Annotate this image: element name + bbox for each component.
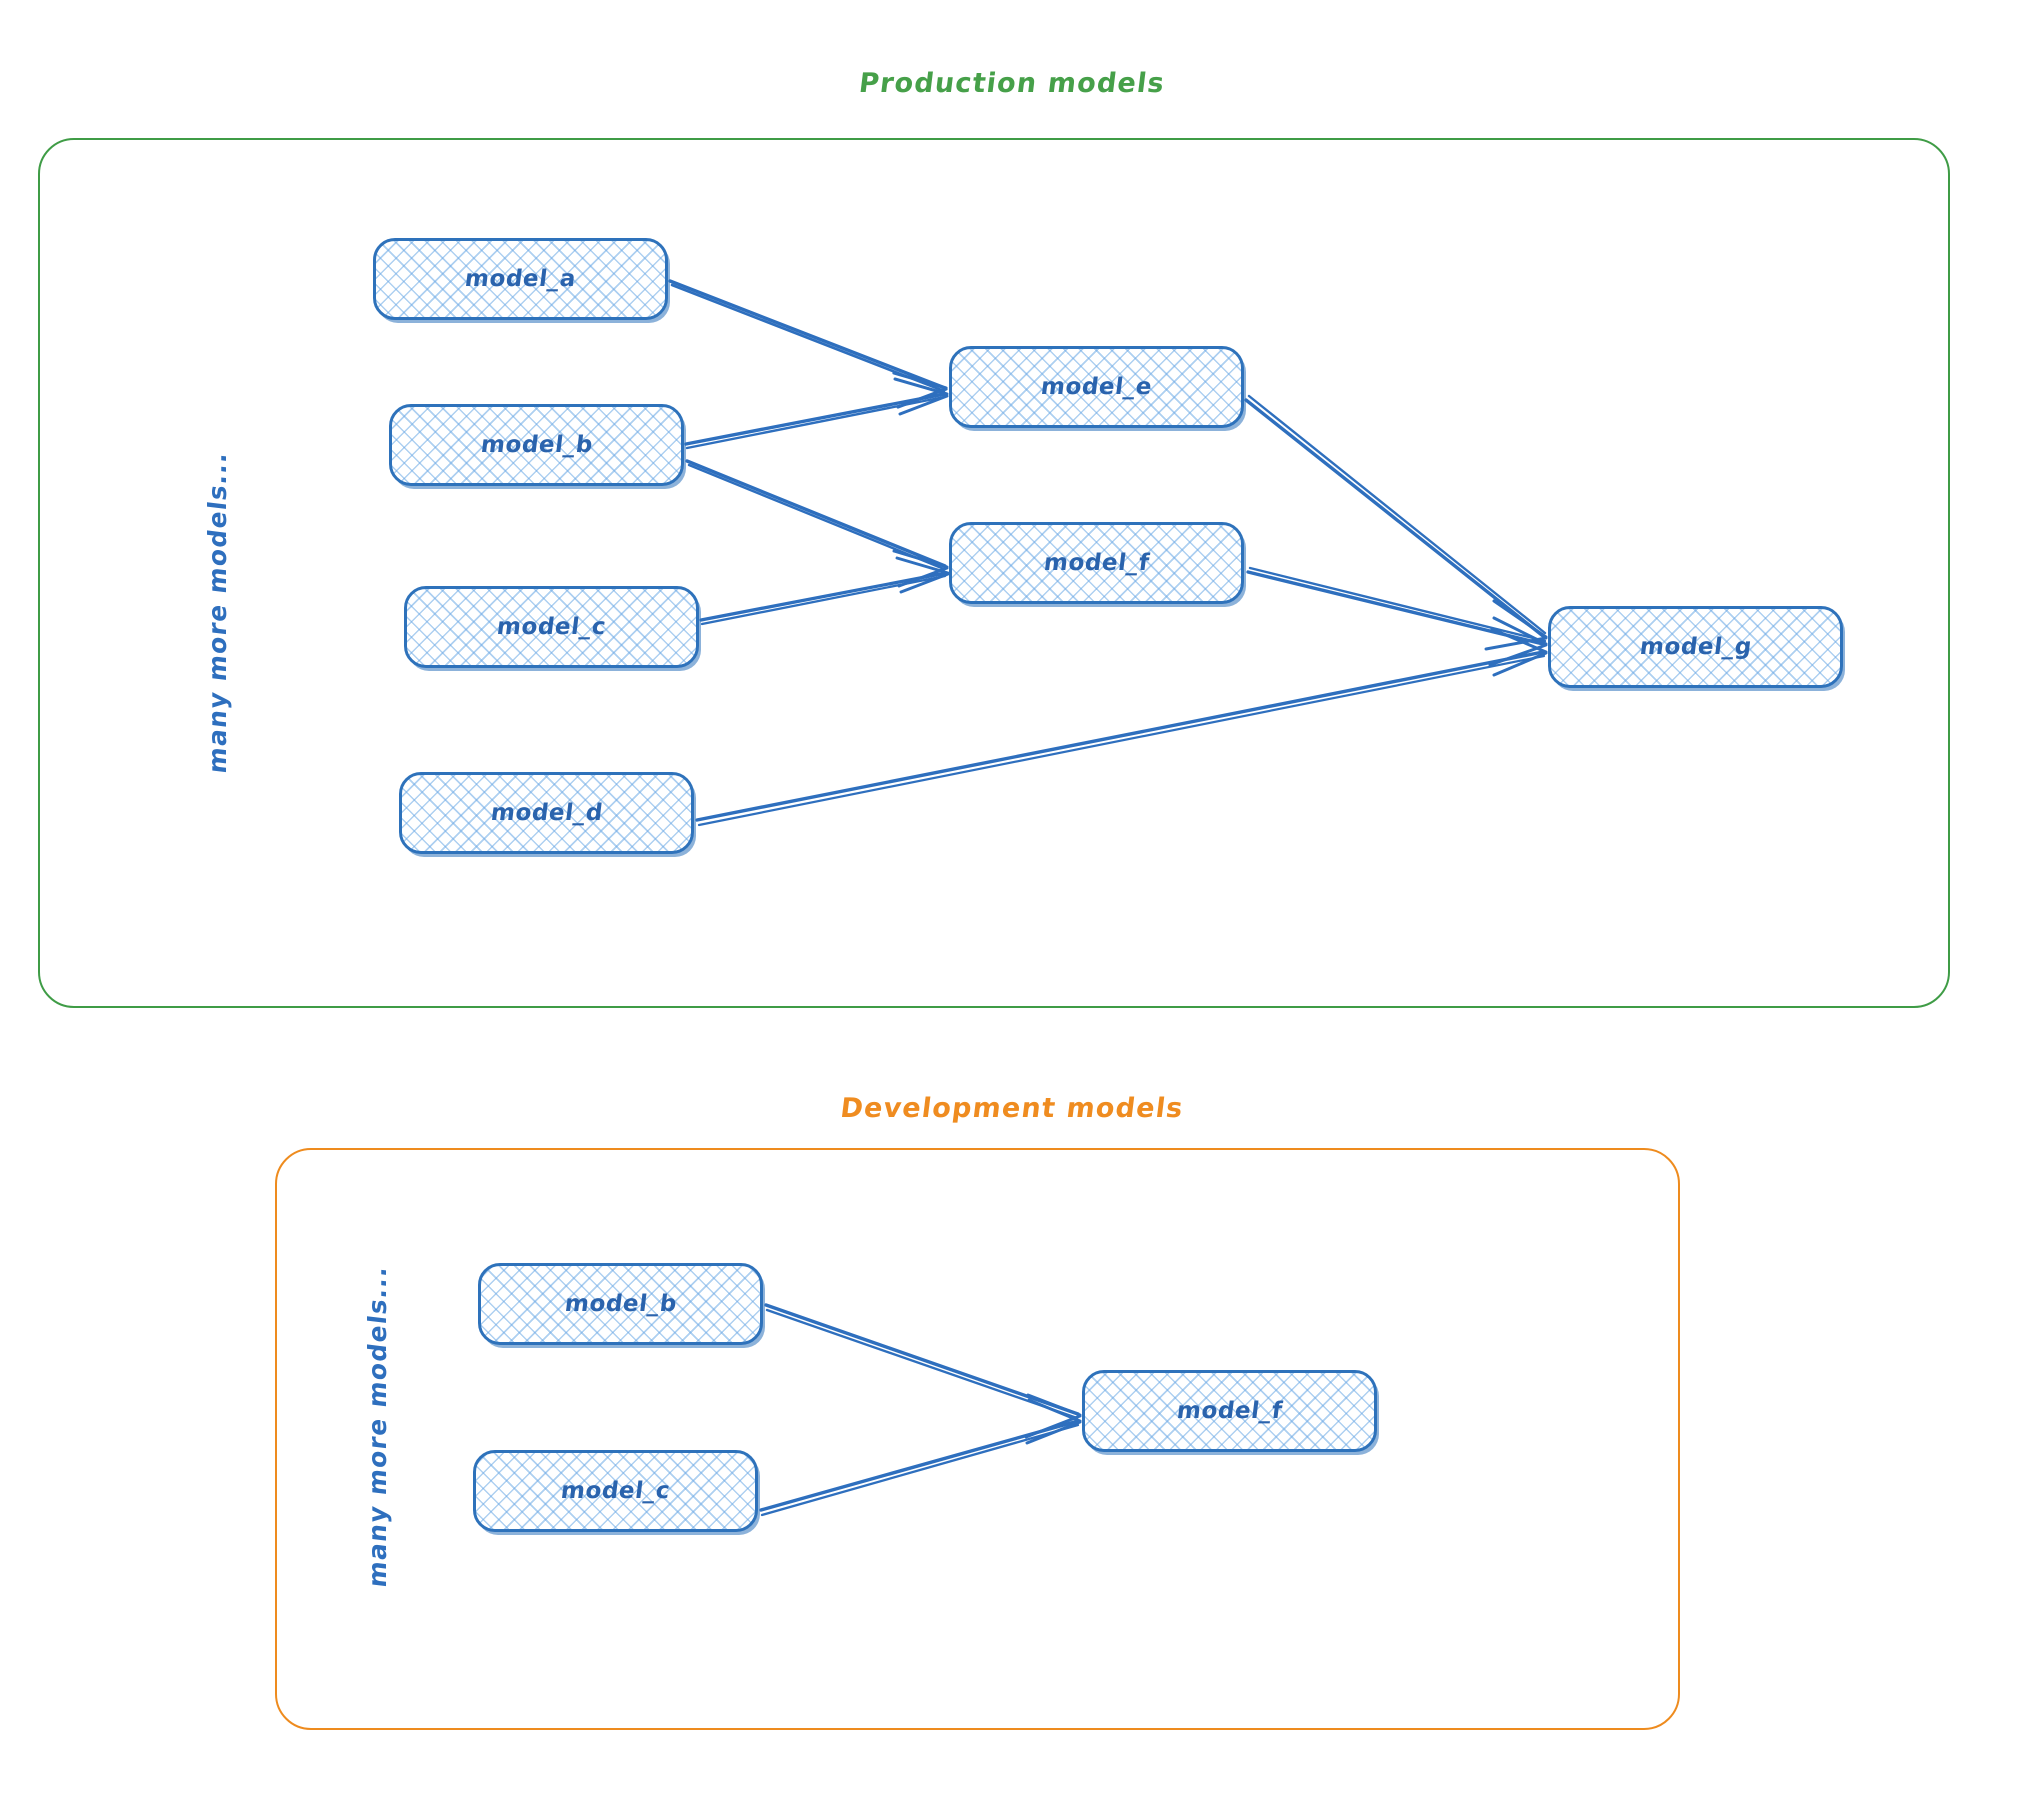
production-group-box: [38, 138, 1950, 1008]
node-model-d[interactable]: model_d: [399, 772, 694, 854]
node-label: model_c: [559, 1478, 672, 1504]
node-model-g[interactable]: model_g: [1548, 606, 1843, 688]
node-model-c[interactable]: model_c: [404, 586, 699, 668]
development-title: Development models: [838, 1093, 1186, 1124]
node-label: model_b: [478, 432, 595, 458]
node-label: model_f: [1042, 550, 1151, 576]
node-model-b[interactable]: model_b: [389, 404, 684, 486]
node-dev-model-c[interactable]: model_c: [473, 1450, 758, 1532]
production-title: Production models: [857, 68, 1167, 99]
node-label: model_a: [463, 266, 578, 292]
node-model-a[interactable]: model_a: [373, 238, 668, 320]
node-dev-model-f[interactable]: model_f: [1082, 1370, 1377, 1452]
node-model-e[interactable]: model_e: [949, 346, 1244, 428]
node-dev-model-b[interactable]: model_b: [478, 1263, 763, 1345]
development-group-box: [275, 1148, 1680, 1730]
node-label: model_b: [562, 1291, 679, 1317]
node-model-f[interactable]: model_f: [949, 522, 1244, 604]
development-side-note: many more models...: [363, 1263, 392, 1589]
node-label: model_c: [495, 614, 608, 640]
node-label: model_e: [1039, 374, 1154, 400]
node-label: model_f: [1175, 1398, 1284, 1424]
node-label: model_d: [488, 800, 605, 826]
node-label: model_g: [1637, 634, 1754, 660]
production-side-note: many more models...: [203, 449, 232, 775]
